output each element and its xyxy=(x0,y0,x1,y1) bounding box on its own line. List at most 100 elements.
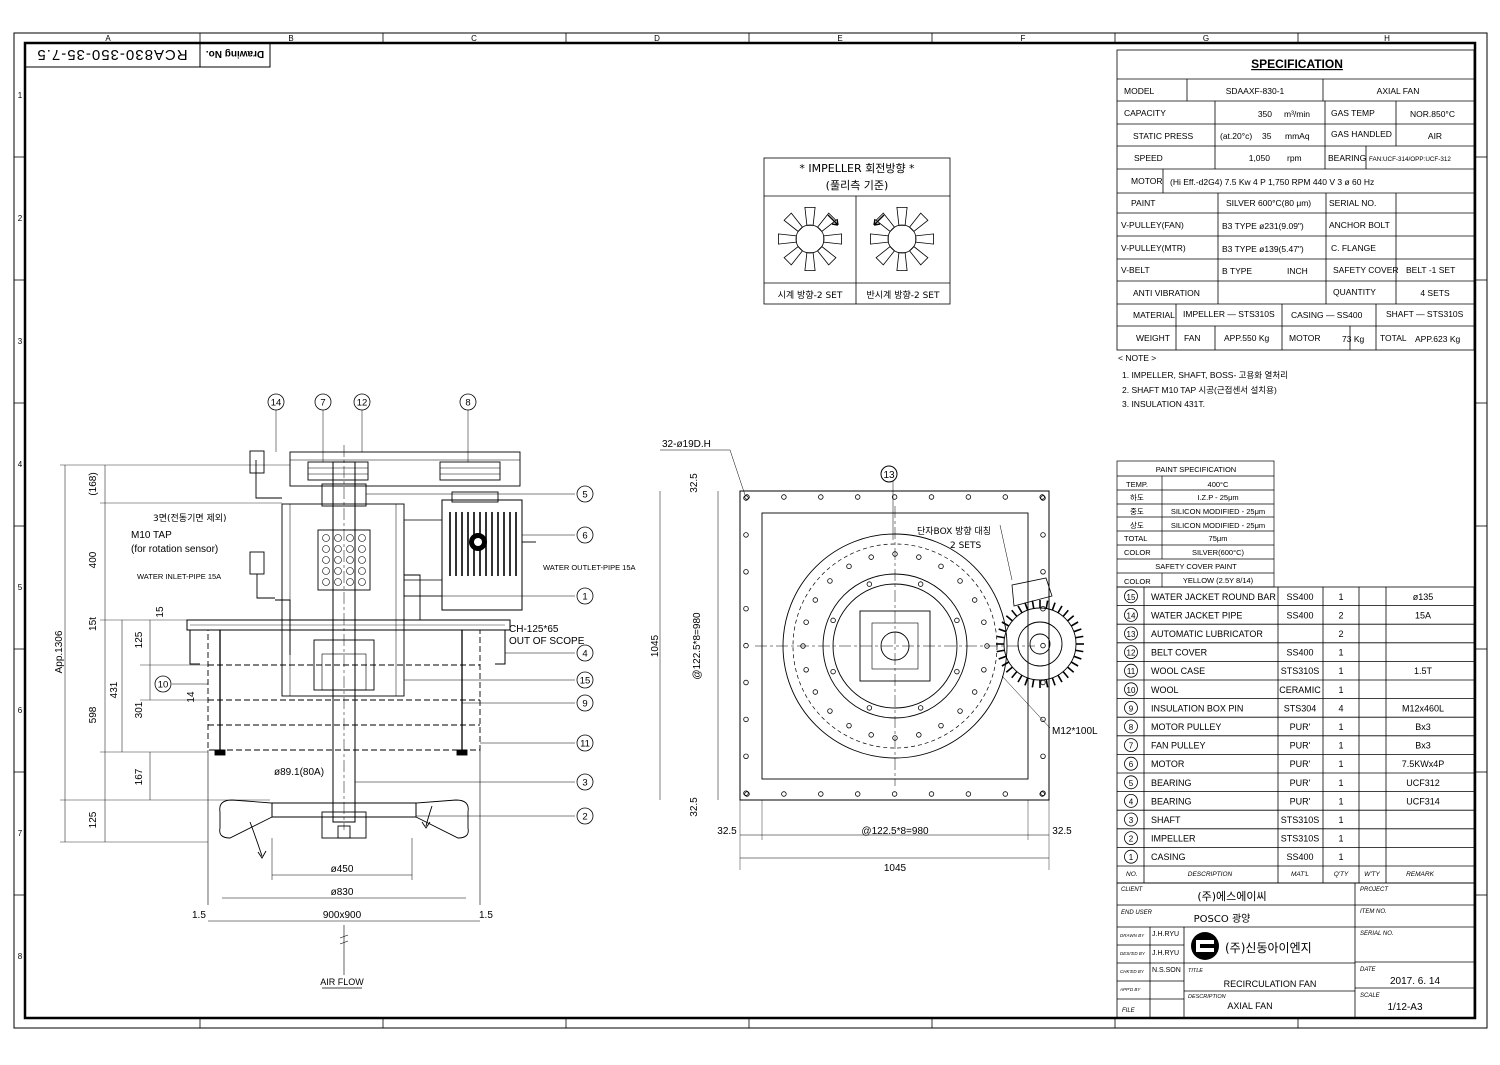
drawing-desc: AXIAL FAN xyxy=(1227,1001,1272,1011)
scale-label: SCALE xyxy=(1360,993,1381,999)
rotation-box-text: * IMPELLER 회전방향 * (풀리측 기준) 시계 방향-2 SET 반… xyxy=(778,162,940,301)
bolt-hole xyxy=(971,597,978,603)
dim-32-5-top: 32.5 xyxy=(689,473,700,493)
gear-tooth xyxy=(1067,615,1075,622)
gear-tooth xyxy=(1011,609,1018,617)
bom-material: PUR' xyxy=(1290,778,1311,788)
bom-remark: ø135 xyxy=(1413,592,1434,602)
shaft-dia-label: ø89.1(80A) xyxy=(274,767,324,778)
bom-qty: 1 xyxy=(1338,741,1343,751)
spec-vpm-value: B3 TYPE ø139(5.47") xyxy=(1222,244,1304,254)
bolt-hole xyxy=(938,722,944,729)
spec-speed-label: SPEED xyxy=(1134,153,1163,163)
bom-material: CERAMIC xyxy=(1279,685,1321,695)
motor xyxy=(441,491,536,611)
paint-spec-title: PAINT SPECIFICATION xyxy=(1156,465,1236,474)
top-view-labels: 32-ø19D.H 단자BOX 방향 대칭 2 SETS M12*100L @1… xyxy=(650,439,1098,874)
rotation-cw-label: 시계 방향-2 SET xyxy=(778,289,843,301)
date-label: DATE xyxy=(1360,967,1377,973)
spec-safety-label: SAFETY COVER xyxy=(1333,265,1399,275)
company-logo-icon xyxy=(1191,932,1219,960)
spec-bearing-label: BEARING xyxy=(1328,153,1366,163)
zone-labels: A B C D E F G H 1 2 3 4 5 6 7 8 xyxy=(18,34,1390,961)
bolt-hole xyxy=(1039,791,1045,797)
sensor-dot xyxy=(358,567,366,575)
callout-11-circle xyxy=(576,734,594,752)
paint-row-key: 하도 xyxy=(1130,492,1144,502)
bolt-hole xyxy=(971,689,978,695)
sensor-dot xyxy=(334,545,342,553)
paint-row-key: 중도 xyxy=(1130,507,1144,516)
rotation-title-2: (풀리측 기준) xyxy=(826,179,889,192)
gear-tooth xyxy=(1001,661,1010,667)
bolt-hole xyxy=(827,578,833,584)
zone-side-label: 8 xyxy=(18,952,23,961)
file-label: FILE xyxy=(1122,1008,1136,1014)
impeller-counterclockwise-icon xyxy=(870,207,934,271)
bolt-hole xyxy=(891,791,898,797)
left-1-5-label: 1.5 xyxy=(192,910,206,921)
impeller-blade xyxy=(896,207,908,226)
bom-qty: 1 xyxy=(1338,778,1343,788)
paint-spec-table xyxy=(1116,460,1275,588)
spec-vpf-label: V-PULLEY(FAN) xyxy=(1121,220,1184,230)
bolt-hole xyxy=(868,732,874,738)
bolt-hole xyxy=(892,551,898,557)
bom-no: 4 xyxy=(1129,797,1134,806)
bolt-hole xyxy=(855,494,861,500)
gear-tooth xyxy=(1057,674,1063,683)
bolt-hole xyxy=(866,705,873,711)
bolt-hole xyxy=(743,753,749,759)
bearing-frame xyxy=(281,503,405,697)
sensor-dot xyxy=(322,567,330,575)
sensor-dot xyxy=(358,556,366,564)
bolt-hole xyxy=(744,494,750,500)
callout-8-circle xyxy=(459,393,477,411)
surface3-label: 3면(전동기면 제외) xyxy=(153,512,227,524)
sensor-dot xyxy=(358,545,366,553)
note-3: 3. INSULATION 431T. xyxy=(1122,399,1205,409)
zone-top-label: B xyxy=(288,34,293,43)
gear-tooth xyxy=(1073,655,1082,660)
spec-wmotor-value: 73 Kg xyxy=(1342,334,1364,344)
bom-material: PUR' xyxy=(1290,796,1311,806)
impeller-blade xyxy=(870,233,889,245)
impeller-blade xyxy=(908,245,929,266)
client-label: CLIENT xyxy=(1121,887,1144,893)
bolt-hole xyxy=(1040,790,1046,796)
impeller-blade xyxy=(783,245,804,266)
bom-material: STS310S xyxy=(1281,834,1320,844)
specification-table xyxy=(1116,49,1475,351)
spec-vbelt-unit: INCH xyxy=(1287,266,1308,276)
bolt-hole xyxy=(743,716,749,723)
bom-material: STS310S xyxy=(1281,666,1320,676)
bolt-hole xyxy=(891,494,898,500)
bom-material: PUR' xyxy=(1290,722,1311,732)
bom-qty: 1 xyxy=(1338,592,1343,602)
side-view xyxy=(60,410,575,989)
spec-qty-label: QUANTITY xyxy=(1333,287,1376,297)
bolt-hole xyxy=(1040,532,1046,538)
dia830-label: ø830 xyxy=(331,887,354,898)
bolt-hole xyxy=(928,791,935,797)
bom-qty: 1 xyxy=(1338,685,1343,695)
itemno-label: ITEM NO. xyxy=(1360,909,1387,915)
callout-3: 3 xyxy=(582,778,587,789)
callout-15-circle xyxy=(576,671,594,689)
bom-no: 9 xyxy=(1129,704,1134,713)
spec-bearing-value: FAN:UCF-314/OPP:UCF-312 xyxy=(1369,156,1451,163)
gear-tooth xyxy=(1075,649,1084,653)
paint-row-value: SILVER(600°C) xyxy=(1192,548,1245,557)
rotation-title-1: * IMPELLER 회전방향 * xyxy=(799,162,915,175)
right-1-5-label: 1.5 xyxy=(479,910,493,921)
paint-row-key: COLOR xyxy=(1124,548,1151,557)
bom-number-circle xyxy=(1124,701,1138,715)
motor-pulley xyxy=(439,461,501,481)
water-outlet-label: WATER OUTLET-PIPE 15A xyxy=(543,563,636,572)
approved-label: APP'D BY xyxy=(1119,987,1141,992)
enduser-label: END USER xyxy=(1121,910,1153,916)
